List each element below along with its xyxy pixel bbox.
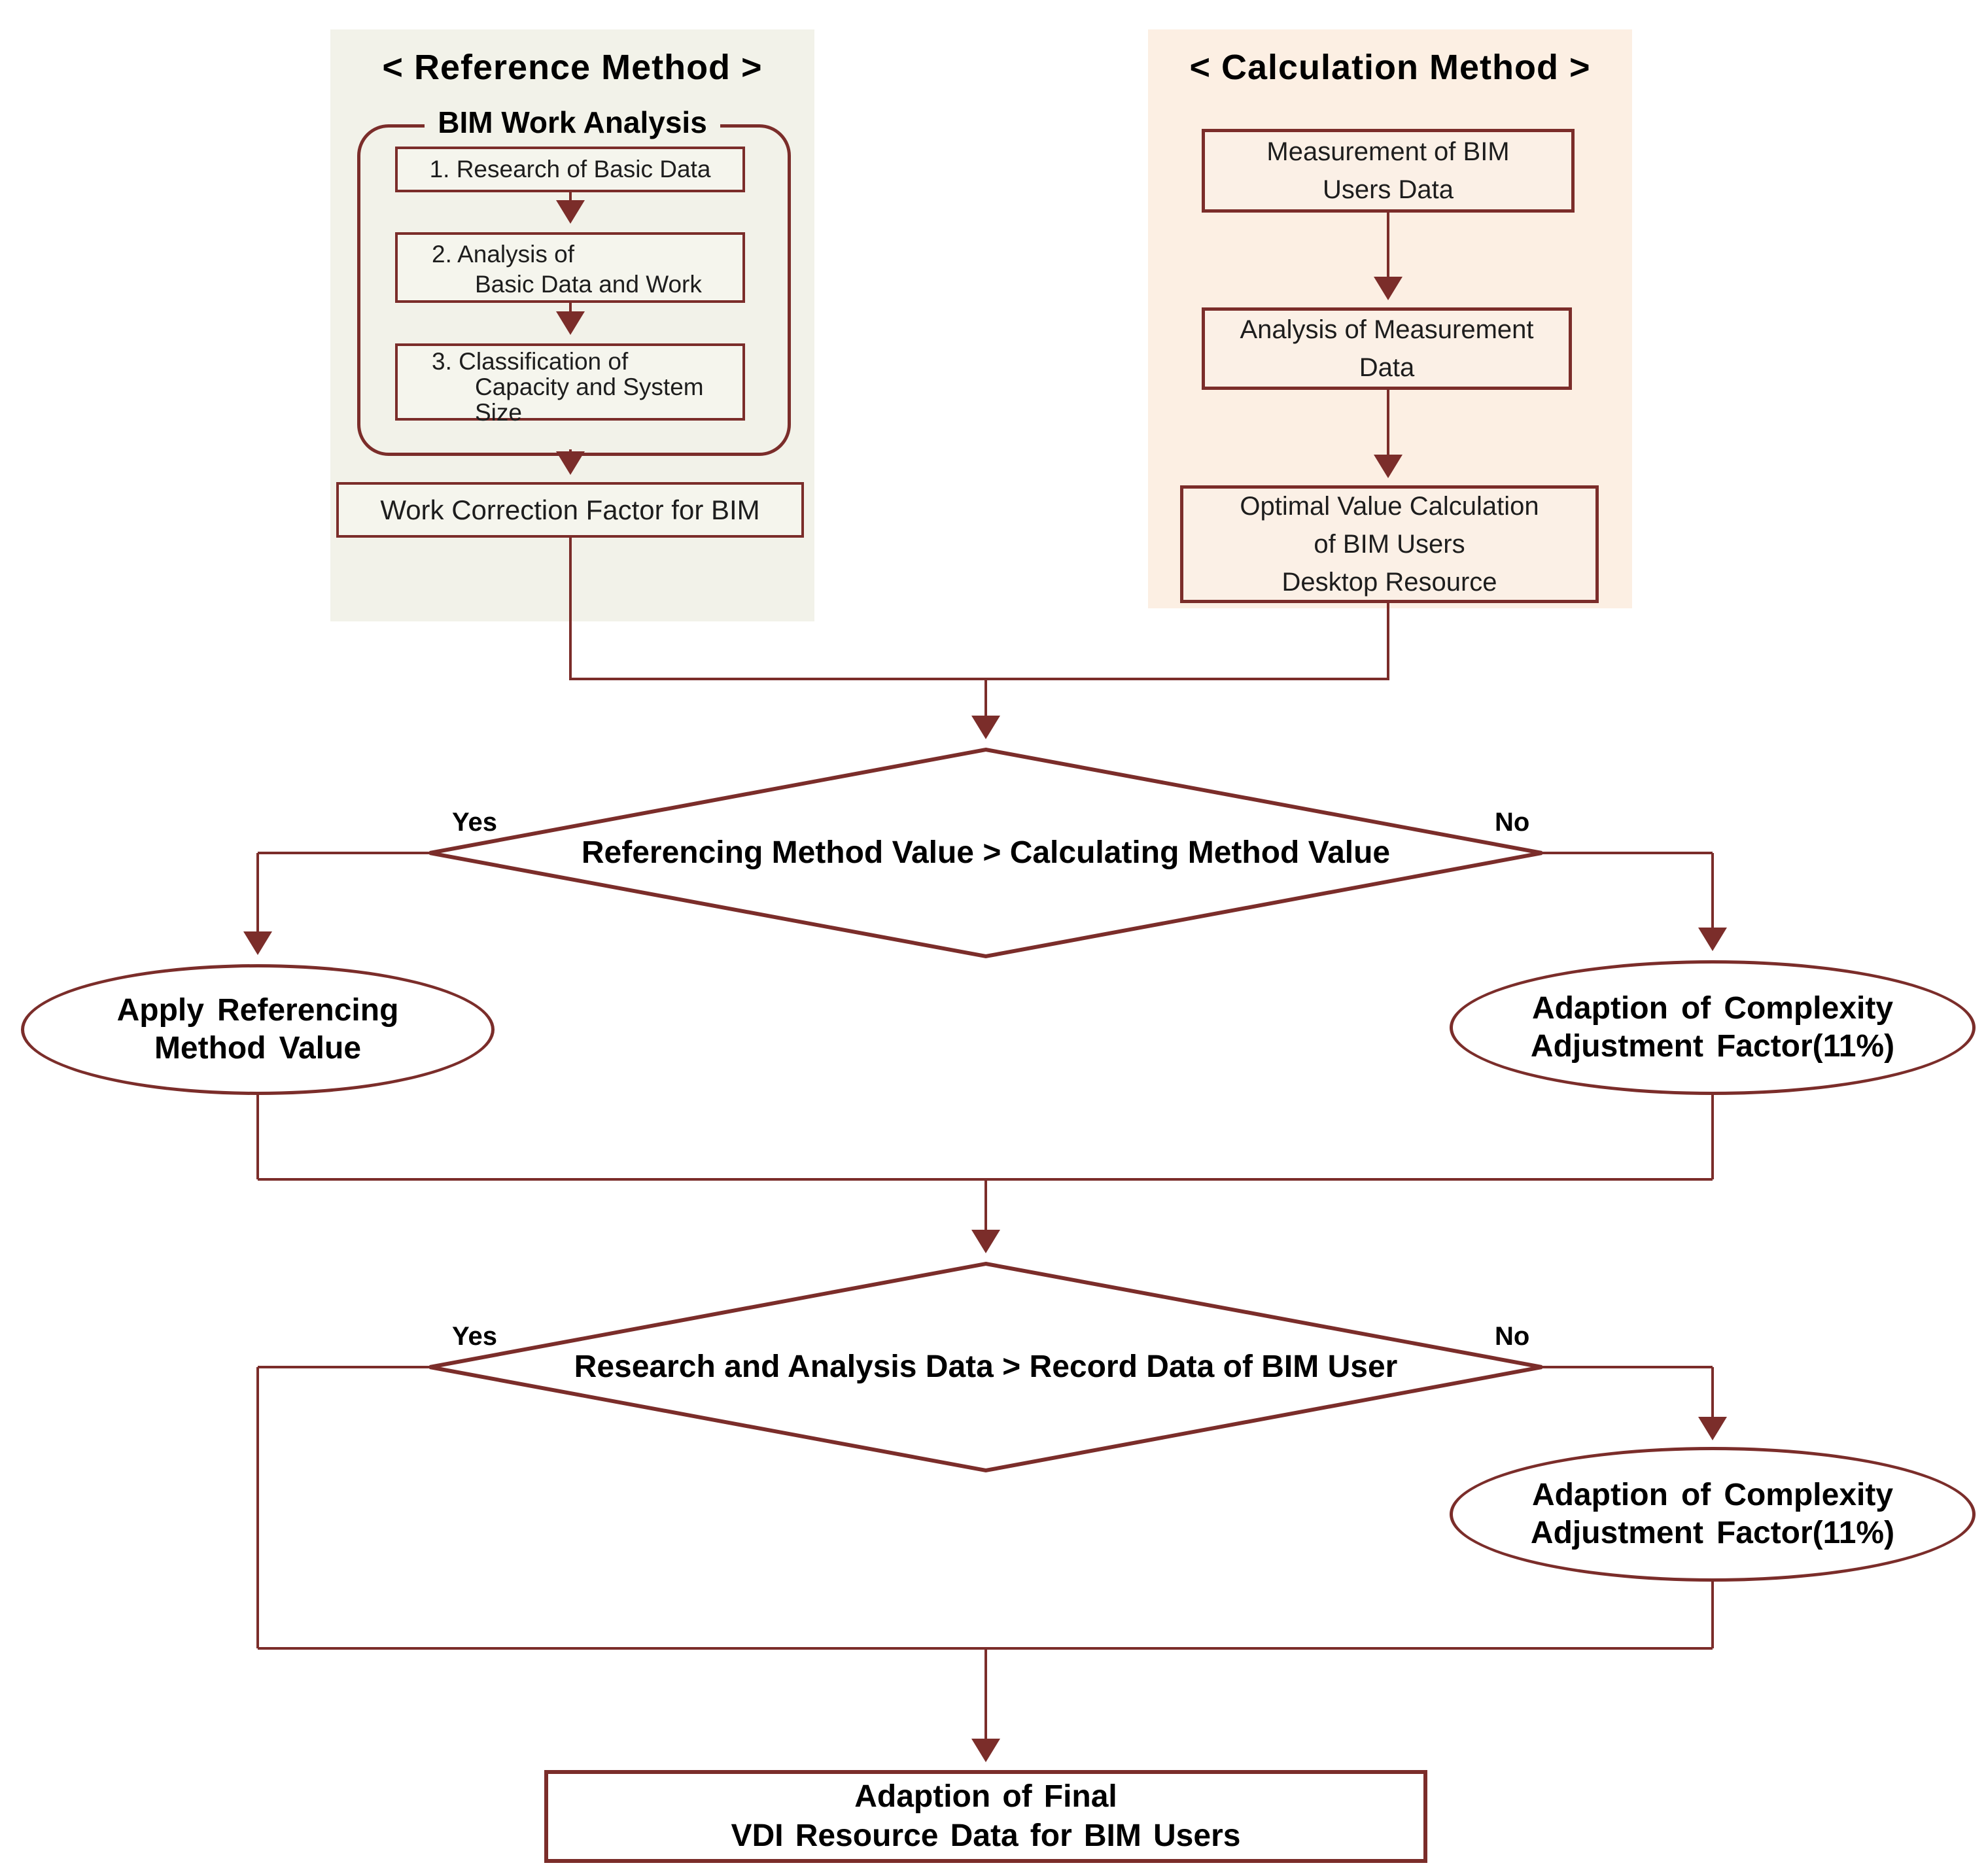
reference-method-title: < Reference Method > [382, 48, 763, 87]
apply-referencing-line2: Method Value [154, 1031, 362, 1066]
final-result-box: Adaption of Final VDI Resource Data for … [544, 1770, 1427, 1863]
measurement-box-line1: Measurement of BIM [1266, 137, 1510, 166]
step-box-3-line3: Size [475, 399, 522, 426]
optimal-value-box-line2: of BIM Users [1314, 530, 1465, 559]
step-box-3-line1: 3. Classification of [432, 348, 629, 375]
decision-1-diamond [429, 747, 1542, 959]
adaption-factor-1-line1: Adaption of Complexity [1531, 991, 1894, 1026]
step-box-2-line1: 2. Analysis of [432, 241, 575, 268]
optimal-value-box-line3: Desktop Resource [1281, 568, 1497, 597]
calculation-method-title: < Calculation Method > [1189, 48, 1591, 87]
decision-2-text: Research and Analysis Data > Record Data… [574, 1349, 1398, 1384]
step-box-3-line2: Capacity and System [475, 373, 704, 400]
analysis-measurement-box: Analysis of Measurement Data [1202, 307, 1572, 390]
final-result-line2: VDI Resource Data for BIM Users [731, 1818, 1241, 1853]
analysis-measurement-box-line1: Analysis of Measurement [1240, 315, 1534, 344]
decision-1-yes-label: Yes [452, 808, 497, 837]
measurement-box: Measurement of BIM Users Data [1202, 129, 1575, 213]
decision-2-diamond [429, 1261, 1542, 1473]
step-box-2: 2. Analysis of Basic Data and Work [395, 232, 745, 303]
adaption-factor-ellipse-1: Adaption of Complexity Adjustment Factor… [1450, 960, 1976, 1095]
decision-1-no-label: No [1495, 808, 1530, 837]
analysis-measurement-box-line2: Data [1359, 353, 1415, 382]
optimal-value-box: Optimal Value Calculation of BIM Users D… [1180, 485, 1599, 603]
measurement-box-line2: Users Data [1322, 175, 1454, 204]
optimal-value-box-line1: Optimal Value Calculation [1240, 492, 1539, 521]
final-result-line1: Adaption of Final [854, 1779, 1117, 1814]
decision-2-yes-label: Yes [452, 1322, 497, 1351]
adaption-factor-1-line2: Adjustment Factor(11%) [1530, 1029, 1895, 1064]
decision-1-text: Referencing Method Value > Calculating M… [581, 835, 1391, 870]
adaption-factor-ellipse-2: Adaption of Complexity Adjustment Factor… [1450, 1447, 1976, 1582]
adaption-factor-2-line1: Adaption of Complexity [1531, 1478, 1894, 1512]
step-box-1: 1. Research of Basic Data [395, 147, 745, 192]
step-box-3: 3. Classification of Capacity and System… [395, 343, 745, 425]
bim-work-analysis-label: BIM Work Analysis [330, 105, 814, 140]
step-box-2-line2: Basic Data and Work [475, 271, 702, 298]
apply-referencing-ellipse: Apply Referencing Method Value [21, 964, 495, 1095]
decision-2-no-label: No [1495, 1322, 1530, 1351]
adaption-factor-2-line2: Adjustment Factor(11%) [1530, 1516, 1895, 1550]
apply-referencing-line1: Apply Referencing [116, 993, 399, 1028]
work-correction-factor-box: Work Correction Factor for BIM [336, 482, 804, 538]
